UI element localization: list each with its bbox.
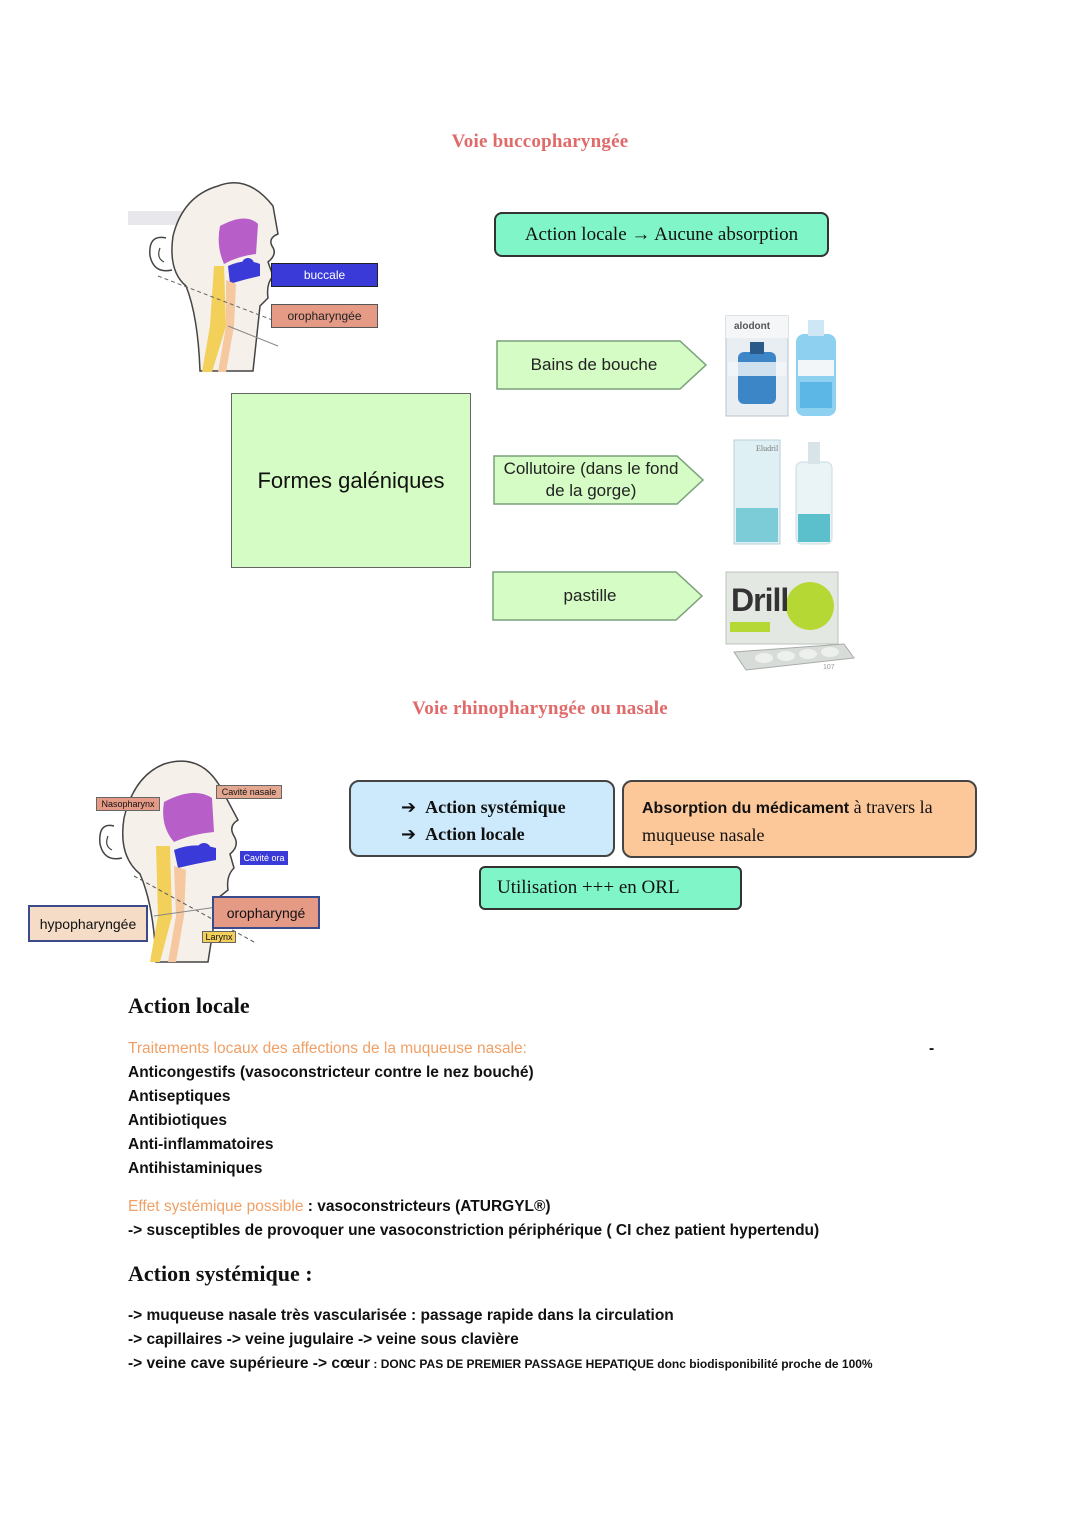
product-name: Eludril bbox=[756, 444, 779, 453]
effet-systemique-line: Effet systémique possible : vasoconstric… bbox=[128, 1198, 551, 1215]
systemique-list: -> muqueuse nasale très vascularisée : p… bbox=[128, 1304, 873, 1376]
list-item: Anti-inflammatoires bbox=[128, 1136, 274, 1153]
list-item: Antihistaminiques bbox=[128, 1160, 263, 1177]
label-cavite-orale: Cavité ora bbox=[240, 851, 288, 865]
absorption-rest: à travers la muqueuse nasale bbox=[642, 797, 933, 845]
absorption-box: Absorption du médicament à travers la mu… bbox=[622, 780, 977, 858]
label-larynx: Larynx bbox=[202, 931, 236, 943]
label-oropharynge: oropharyngé bbox=[212, 896, 320, 929]
action-locale-subtitle: Traitements locaux des affections de la … bbox=[128, 1040, 527, 1057]
action-systemique-title: Action systémique : bbox=[128, 1261, 313, 1286]
form-collutoire: Collutoire (dans le fond de la gorge) bbox=[493, 455, 705, 505]
action-locale-title: Action locale bbox=[128, 993, 250, 1018]
form-label: Collutoire (dans le fond de la gorge) bbox=[503, 458, 679, 500]
product-name: Drill bbox=[731, 582, 789, 618]
section-heading-rhino: Voie rhinopharyngée ou nasale bbox=[412, 698, 668, 719]
product-eludril-image: Eludril bbox=[722, 438, 846, 548]
list-item: Antibiotiques bbox=[128, 1112, 228, 1129]
list-item: -> capillaires -> veine jugulaire -> vei… bbox=[128, 1331, 519, 1348]
page-note: 107 bbox=[823, 664, 835, 671]
section-heading-bucco: Voie buccopharyngée bbox=[451, 131, 629, 152]
form-label: pastille bbox=[563, 585, 617, 605]
treatments-list: Anticongestifs (vasoconstricteur contre … bbox=[128, 1061, 534, 1181]
action-locale-item: ➔ Action locale bbox=[401, 824, 525, 845]
product-drill-image: Drill 107 bbox=[724, 566, 858, 676]
list-item: -> muqueuse nasale très vascularisée : p… bbox=[128, 1307, 674, 1324]
list-item: Anticongestifs (vasoconstricteur contre … bbox=[128, 1064, 534, 1081]
label-oropharyngee: oropharyngée bbox=[271, 304, 378, 328]
list-item: -> veine cave supérieure -> cœur : DONC … bbox=[128, 1355, 873, 1372]
formes-galeniques-box: Formes galéniques bbox=[231, 393, 471, 568]
effet-systemique-detail: -> susceptibles de provoquer une vasocon… bbox=[128, 1222, 820, 1239]
utilisation-orl-box: Utilisation +++ en ORL bbox=[479, 866, 742, 910]
product-name: alodont bbox=[734, 321, 771, 332]
label-cavite-nasale: Cavité nasale bbox=[216, 785, 282, 799]
absorption-bold: Absorption du médicament bbox=[642, 800, 850, 817]
dash-mark: - bbox=[929, 1040, 935, 1057]
label-nasopharynx: Nasopharynx bbox=[96, 797, 160, 811]
form-pastille: pastille bbox=[492, 571, 704, 621]
head-diagram-rhino bbox=[94, 756, 294, 966]
action-types-box: ➔ Action systémique ➔ Action locale bbox=[349, 780, 615, 857]
form-label: Bains de bouche bbox=[530, 354, 658, 374]
product-alodont-image: alodont bbox=[724, 312, 844, 418]
action-systemique-item: ➔ Action systémique bbox=[401, 797, 566, 818]
head-diagram-bucco bbox=[128, 176, 388, 376]
form-bains-de-bouche: Bains de bouche bbox=[496, 340, 708, 390]
action-locale-box: Action locale → Aucune absorption bbox=[494, 212, 829, 257]
label-hypopharyngee: hypopharyngée bbox=[28, 905, 148, 942]
list-item: Antiseptiques bbox=[128, 1088, 231, 1105]
label-buccale: buccale bbox=[271, 263, 378, 287]
